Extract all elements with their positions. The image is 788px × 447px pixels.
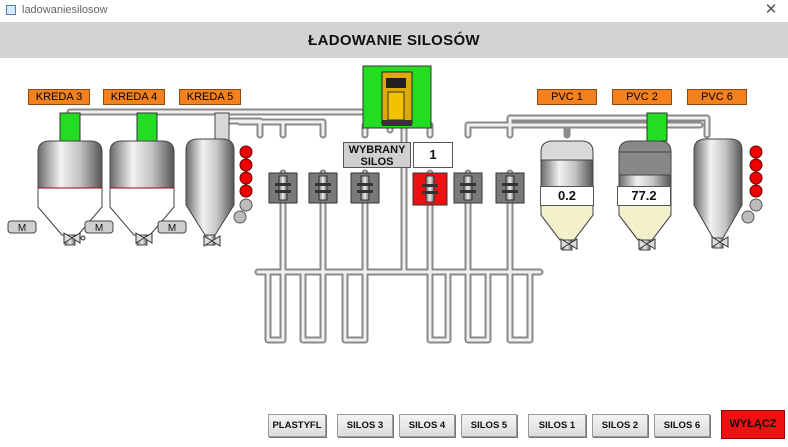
silos-2-button[interactable]: SILOS 2	[592, 414, 648, 437]
diverter-valve-selected[interactable]	[412, 172, 448, 206]
silos-1-button[interactable]: SILOS 1	[528, 414, 586, 437]
tag-kreda4: KREDA 4	[103, 89, 165, 105]
tag-pvc2: PVC 2	[612, 89, 672, 105]
feeder-unit	[362, 65, 432, 129]
level-readout-pvc1: 0.2	[540, 186, 594, 206]
selected-silo-label-line2: SILOS	[360, 156, 394, 168]
outlet-valves	[63, 232, 729, 250]
close-icon[interactable]: ✕	[764, 1, 778, 18]
tag-kreda5: KREDA 5	[179, 89, 241, 105]
diverter-valve-1[interactable]	[268, 172, 298, 204]
motor-kreda5[interactable]: M	[157, 220, 187, 234]
level-lamps-pvc6	[741, 145, 763, 224]
diverter-valve-5[interactable]	[453, 172, 483, 204]
diverter-valve-3[interactable]	[350, 172, 380, 204]
motor-label: M	[18, 223, 26, 234]
motor-label: M	[168, 223, 176, 234]
motor-kreda3[interactable]: M	[7, 220, 37, 234]
silos-3-button[interactable]: SILOS 3	[337, 414, 393, 437]
page-title: ŁADOWANIE SILOSÓW	[308, 32, 480, 49]
selected-silo-label-line1: WYBRANY	[348, 144, 406, 156]
app-icon	[6, 5, 16, 15]
tag-pvc6: PVC 6	[687, 89, 747, 105]
selected-silo-value: 1	[413, 142, 453, 168]
silos-5-button[interactable]: SILOS 5	[461, 414, 517, 437]
diverter-valve-2[interactable]	[308, 172, 338, 204]
header-bar: ŁADOWANIE SILOSÓW	[0, 22, 788, 58]
silos-6-button[interactable]: SILOS 6	[654, 414, 710, 437]
silo-pvc6[interactable]	[693, 138, 743, 249]
level-lamps-kreda5	[233, 145, 253, 224]
off-button[interactable]: WYŁĄCZ	[721, 410, 785, 439]
plastyfl-button[interactable]: PLASTYFL	[268, 414, 326, 437]
process-diagram: M M M	[7, 65, 763, 344]
level-readout-pvc2: 77.2	[617, 186, 671, 206]
diverter-valve-6[interactable]	[495, 172, 525, 204]
tag-kreda3: KREDA 3	[28, 89, 90, 105]
window-title: ladowaniesilosow	[22, 4, 108, 16]
tag-pvc1: PVC 1	[537, 89, 597, 105]
selected-silo-label: WYBRANY SILOS	[343, 142, 411, 168]
window-titlebar: ladowaniesilosow ✕	[0, 0, 788, 23]
silo-pvc2[interactable]	[618, 112, 672, 251]
silo-kreda5[interactable]	[185, 112, 235, 246]
motor-kreda4[interactable]: M	[84, 220, 114, 234]
silos-4-button[interactable]: SILOS 4	[399, 414, 455, 437]
motor-label: M	[95, 223, 103, 234]
